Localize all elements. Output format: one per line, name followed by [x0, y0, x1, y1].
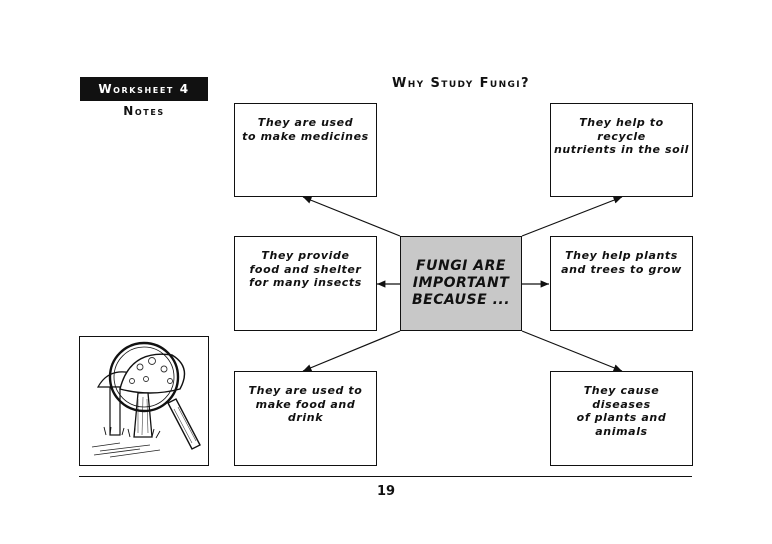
reason-box-plants-grow: They help plants and trees to grow [550, 236, 693, 331]
arrow-top-left [302, 196, 401, 237]
arrow-bottom-right [521, 330, 623, 372]
reason-box-food-shelter: They provide food and shelter for many i… [234, 236, 377, 331]
reason-box-food-drink: They are used to make food and drink [234, 371, 377, 466]
mushroom-magnifier-icon [91, 341, 201, 458]
reason-box-recycle-nutrients: They help to recycle nutrients in the so… [550, 103, 693, 197]
worksheet-label: Worksheet 4 [80, 77, 208, 101]
central-concept: FUNGI ARE IMPORTANT BECAUSE ... [400, 236, 522, 331]
page-number: 19 [376, 484, 396, 499]
footer-rule [79, 476, 692, 477]
reason-box-medicines: They are used to make medicines [234, 103, 377, 197]
arrow-top-right [521, 196, 623, 237]
reason-box-diseases: They cause diseases of plants and animal… [550, 371, 693, 466]
section-label: Notes [123, 104, 165, 118]
page-title: Why Study Fungi? [392, 76, 530, 91]
arrow-bottom-left [302, 330, 401, 372]
illustration-frame [79, 336, 209, 466]
